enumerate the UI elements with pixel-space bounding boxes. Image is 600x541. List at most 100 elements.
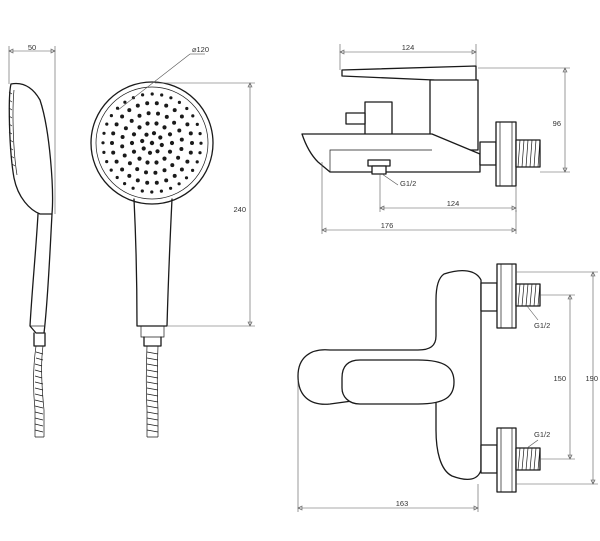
- spray-hole: [131, 149, 137, 154]
- spray-hole: [111, 150, 116, 155]
- dim-handshower-diameter: ⌀120: [192, 45, 209, 54]
- dim-mixer-top-width: 124: [402, 43, 415, 52]
- dim-mixer-center-width: 124: [447, 199, 460, 208]
- spray-hole: [120, 135, 125, 139]
- spray-hole: [195, 160, 199, 164]
- spray-hole: [156, 111, 160, 116]
- spray-hole: [162, 125, 167, 130]
- spray-hole: [123, 126, 128, 131]
- spray-hole: [190, 141, 194, 145]
- spray-hole: [169, 186, 173, 190]
- spray-hole: [185, 106, 189, 111]
- spray-holes: [101, 92, 203, 194]
- spray-hole: [155, 149, 160, 154]
- spray-hole: [137, 125, 142, 130]
- spray-hole: [140, 138, 145, 144]
- spray-hole: [129, 118, 134, 123]
- spray-hole: [141, 146, 146, 151]
- spray-hole: [135, 167, 140, 172]
- handshower-front-view: ⌀120 240: [90, 45, 255, 438]
- dim-inlet-outer-span: 190: [585, 374, 598, 383]
- spray-hole: [177, 100, 181, 104]
- spray-hole: [114, 122, 119, 127]
- spray-hole: [144, 170, 148, 175]
- spray-hole: [176, 155, 181, 160]
- spray-hole: [154, 101, 159, 106]
- spray-hole: [150, 92, 154, 96]
- mixer-front-view: 124 96 G1/2 124 176: [301, 43, 570, 234]
- spray-hole: [137, 113, 142, 118]
- spray-hole: [140, 189, 144, 193]
- spray-hole: [184, 176, 189, 180]
- spray-hole: [198, 151, 202, 155]
- spray-hole: [145, 101, 150, 106]
- spray-hole: [150, 190, 154, 194]
- spray-hole: [154, 121, 159, 126]
- spray-hole: [170, 163, 175, 168]
- spray-hole: [199, 141, 203, 145]
- spray-hole: [109, 114, 113, 118]
- spray-hole: [191, 168, 195, 172]
- spray-hole: [172, 173, 177, 178]
- spray-hole: [164, 114, 169, 119]
- spray-hole: [135, 103, 140, 108]
- spray-hole: [154, 180, 159, 185]
- spray-hole: [115, 106, 120, 110]
- spray-hole: [188, 150, 193, 155]
- spray-hole: [120, 167, 125, 172]
- spray-hole: [185, 159, 190, 164]
- spray-hole: [153, 170, 158, 175]
- spray-hole: [102, 131, 106, 135]
- spray-hole: [115, 175, 119, 180]
- dim-handshower-length: 240: [233, 205, 246, 214]
- spray-hole: [145, 180, 150, 185]
- spray-hole: [191, 114, 195, 118]
- spray-hole: [158, 135, 163, 140]
- spray-hole: [120, 144, 125, 149]
- spray-hole: [131, 132, 137, 137]
- spray-hole: [127, 108, 132, 113]
- spray-hole: [129, 140, 135, 146]
- spray-hole: [164, 103, 169, 108]
- spray-hole: [164, 178, 169, 183]
- spray-nozzles-side: [8, 91, 16, 167]
- spray-hole: [160, 93, 164, 97]
- spray-hole: [123, 100, 127, 104]
- spray-hole: [162, 156, 167, 161]
- spray-hole: [149, 140, 155, 146]
- handshower-side-view: 50: [8, 43, 56, 438]
- spray-hole: [195, 122, 199, 126]
- spray-hole: [177, 182, 181, 186]
- dim-inlet-spacing: 150: [553, 374, 566, 383]
- spray-hole: [141, 93, 145, 97]
- spray-hole: [159, 189, 163, 193]
- spray-hole: [172, 108, 177, 113]
- dim-inlet-top-thread: G1/2: [534, 321, 550, 330]
- spray-hole: [127, 173, 132, 178]
- spray-hole: [154, 160, 159, 165]
- spray-hole: [145, 121, 150, 126]
- spray-hole: [102, 150, 106, 154]
- spray-hole: [105, 122, 109, 126]
- spray-hole: [198, 132, 202, 136]
- spray-hole: [177, 128, 182, 133]
- spray-hole: [188, 131, 193, 136]
- dim-mixer-height: 96: [553, 119, 561, 128]
- spray-hole: [179, 167, 184, 172]
- dim-mixer-total-width: 176: [381, 221, 394, 230]
- spray-hole: [120, 114, 125, 119]
- spray-hole: [109, 168, 113, 172]
- spray-hole: [169, 140, 175, 146]
- spray-hole: [179, 137, 184, 142]
- spray-hole: [145, 160, 150, 165]
- mixer-top-view: G1/2 G1/2 150 190 163: [297, 263, 598, 512]
- spray-hole: [167, 149, 173, 154]
- spray-hole: [135, 178, 140, 183]
- spray-hole: [162, 168, 167, 173]
- spray-hole: [144, 132, 149, 137]
- spray-hole: [159, 142, 164, 148]
- dim-handshower-depth: 50: [28, 43, 36, 52]
- spray-hole: [169, 96, 173, 100]
- spray-hole: [122, 153, 127, 158]
